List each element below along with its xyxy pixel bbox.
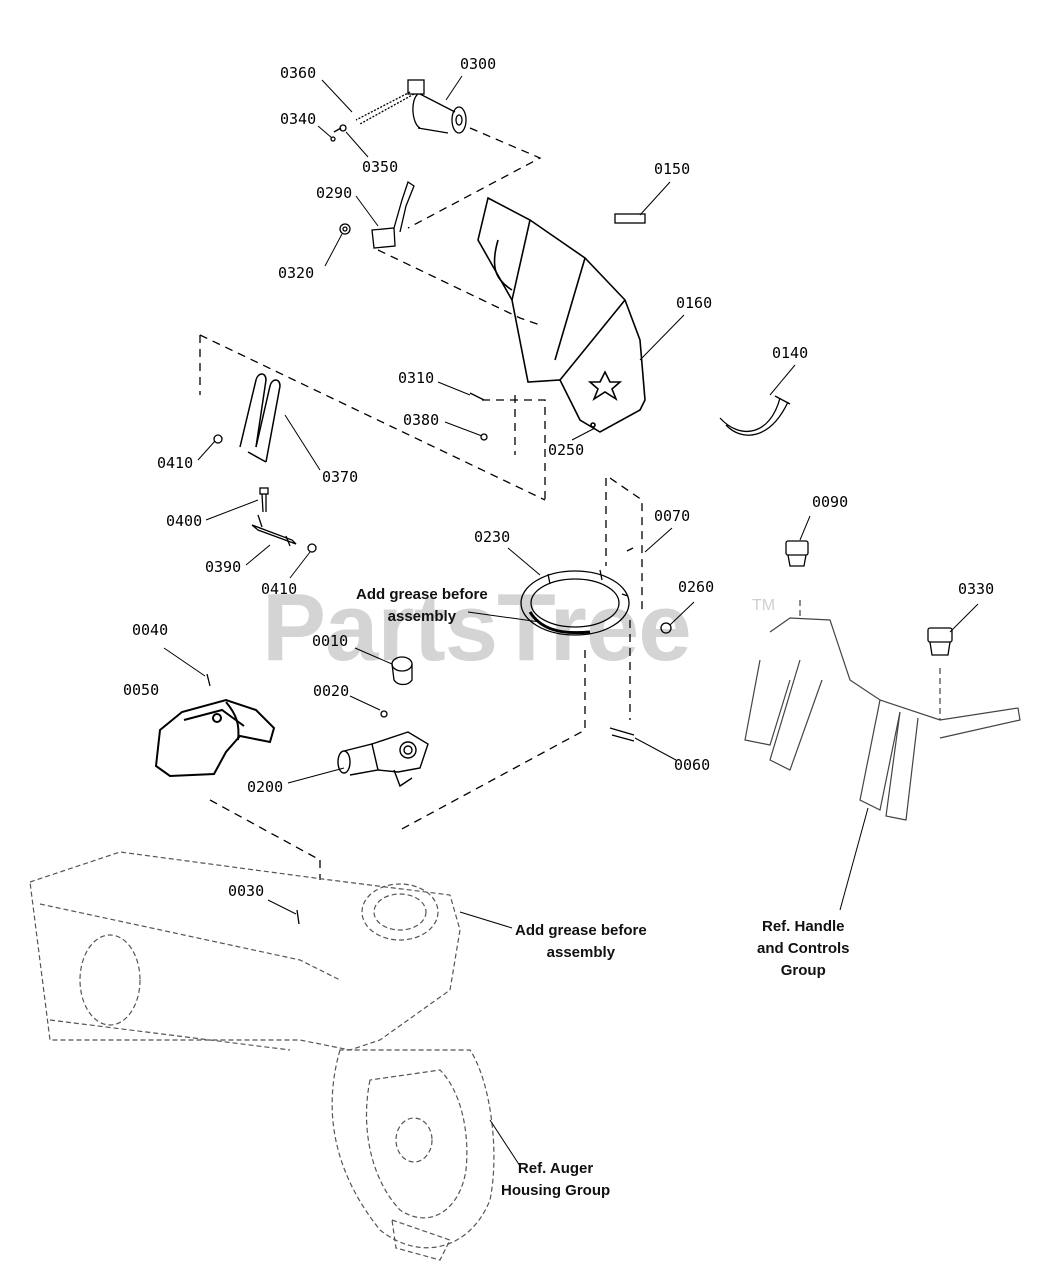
nut-0410b-part <box>307 543 317 553</box>
watermark: PartsTree <box>262 574 692 681</box>
callout-0160: 0160 <box>676 294 713 312</box>
nut-0320-part <box>339 223 351 235</box>
clip-0140-part <box>719 395 791 436</box>
handle-controls-part <box>744 600 1021 821</box>
key-0030-part <box>296 909 300 925</box>
callout-0010: 0010 <box>312 632 349 650</box>
discharge-chute-part <box>477 196 646 433</box>
callout-0260: 0260 <box>678 578 715 596</box>
nut-0410a-part <box>213 434 223 444</box>
callout-0200: 0200 <box>247 778 284 796</box>
callout-0070: 0070 <box>654 507 691 525</box>
bolt-0400-part <box>259 487 269 513</box>
switch-0090-part <box>785 540 809 567</box>
callout-0250: 0250 <box>548 441 585 459</box>
leader-lines <box>163 75 979 1167</box>
screw-0070-part <box>626 547 634 552</box>
callout-0020: 0020 <box>313 682 350 700</box>
auger-housing-part <box>29 851 495 1261</box>
callout-0320: 0320 <box>278 264 315 282</box>
callout-0300: 0300 <box>460 55 497 73</box>
screw-0340-part <box>330 136 336 142</box>
note-grease-gear-ring: Add grease before assembly <box>356 586 488 625</box>
nut-0020-part <box>380 710 388 718</box>
cover-0050-part <box>154 698 276 778</box>
callout-0340: 0340 <box>280 110 317 128</box>
callout-0030: 0030 <box>228 882 265 900</box>
chute-motor-part <box>355 79 467 134</box>
terminal-0360-part <box>333 127 342 133</box>
callout-0400: 0400 <box>166 512 203 530</box>
callout-0060: 0060 <box>674 756 711 774</box>
bracket-0060-part <box>609 727 635 742</box>
callout-0330: 0330 <box>958 580 995 598</box>
screw-0040-part <box>206 673 211 687</box>
nut-0380-part <box>480 433 488 441</box>
bracket-0290-part <box>371 180 415 249</box>
note-grease-housing: Add grease before assembly <box>515 922 647 961</box>
switch-0330-part <box>927 627 953 656</box>
callout-0370: 0370 <box>322 468 359 486</box>
nut-0260-part <box>660 622 672 634</box>
callout-0410-upper: 0410 <box>157 454 194 472</box>
callout-0050: 0050 <box>123 681 160 699</box>
label-0150-part <box>614 213 646 224</box>
callout-0360: 0360 <box>280 64 317 82</box>
gear-ring-0230-part <box>520 569 630 636</box>
note-ref-handle-controls: Ref. Handle and Controls Group <box>757 918 850 979</box>
callout-0380: 0380 <box>403 411 440 429</box>
bracket-0390-part <box>251 514 297 547</box>
cable-0370-part <box>239 373 281 463</box>
knob-0010-part <box>391 656 413 686</box>
callout-0390: 0390 <box>205 558 242 576</box>
callout-0040: 0040 <box>132 621 169 639</box>
screw-0310-part <box>469 392 485 401</box>
chute-motor-0200-part <box>337 731 429 788</box>
watermark-trademark: TM <box>752 597 776 614</box>
callout-0150: 0150 <box>654 160 691 178</box>
callout-0350: 0350 <box>362 158 399 176</box>
callout-0140: 0140 <box>772 344 809 362</box>
note-ref-auger-housing: Ref. Auger Housing Group <box>501 1160 611 1199</box>
callout-0230: 0230 <box>474 528 511 546</box>
callout-0090: 0090 <box>812 493 849 511</box>
callout-0410-lower: 0410 <box>261 580 298 598</box>
callout-0290: 0290 <box>316 184 353 202</box>
callout-0310: 0310 <box>398 369 435 387</box>
